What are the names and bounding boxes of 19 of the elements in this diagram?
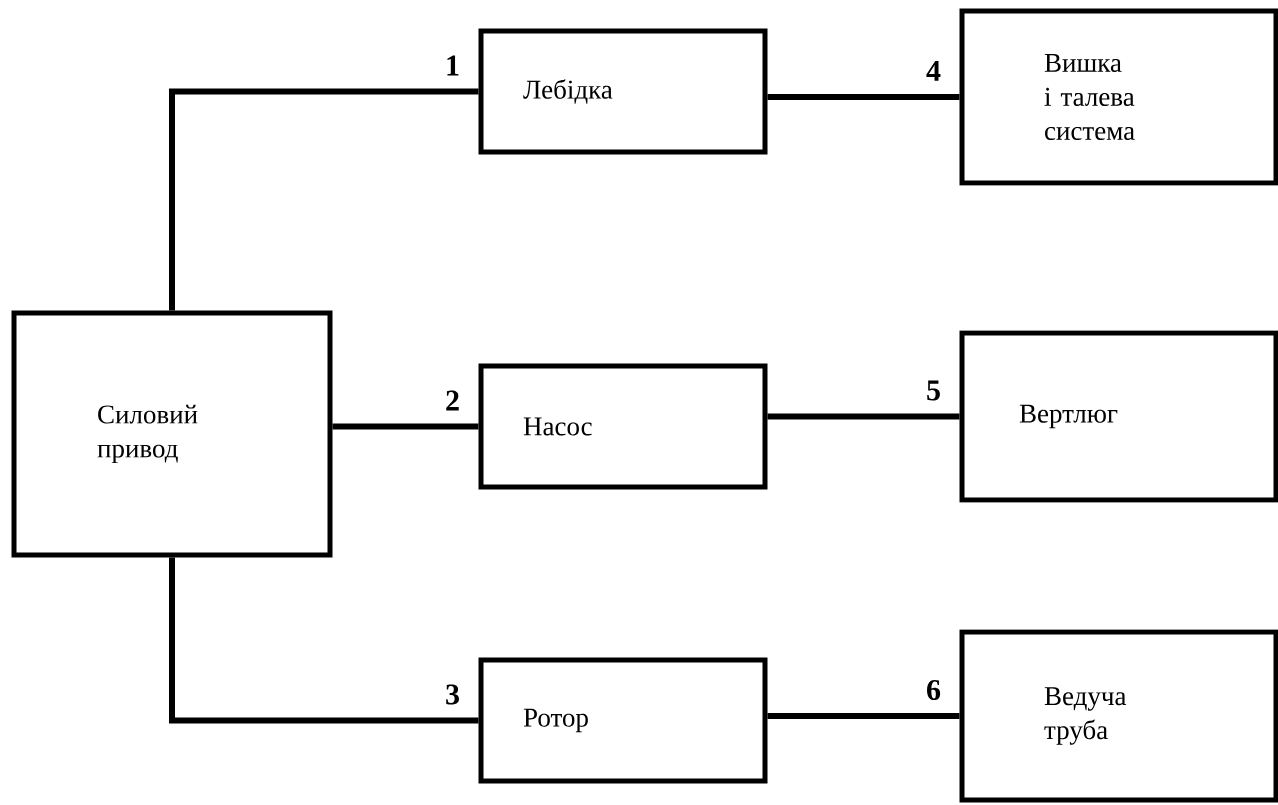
block-box: Лебідка — [478, 28, 768, 155]
connector-line — [767, 713, 960, 719]
block-box: Вертлюг — [959, 330, 1278, 503]
connector-line — [169, 88, 479, 311]
block-box: Ведуча труба — [959, 629, 1278, 803]
block-box: Ротор — [478, 657, 768, 784]
edge-label: 4 — [926, 61, 941, 81]
connector-line — [767, 413, 960, 420]
block-box: Силовий привод — [11, 310, 333, 558]
block-box: Вишка і талева система — [959, 8, 1278, 186]
edge-label: 5 — [927, 380, 940, 401]
connector-line — [332, 423, 479, 430]
connector-line — [169, 557, 479, 724]
edge-label: 6 — [927, 679, 941, 701]
edge-label: 1 — [447, 55, 459, 76]
connector-line — [767, 94, 960, 100]
edge-label: 2 — [446, 390, 459, 411]
edge-label: 3 — [446, 684, 459, 705]
block-box: Насос — [478, 363, 768, 490]
